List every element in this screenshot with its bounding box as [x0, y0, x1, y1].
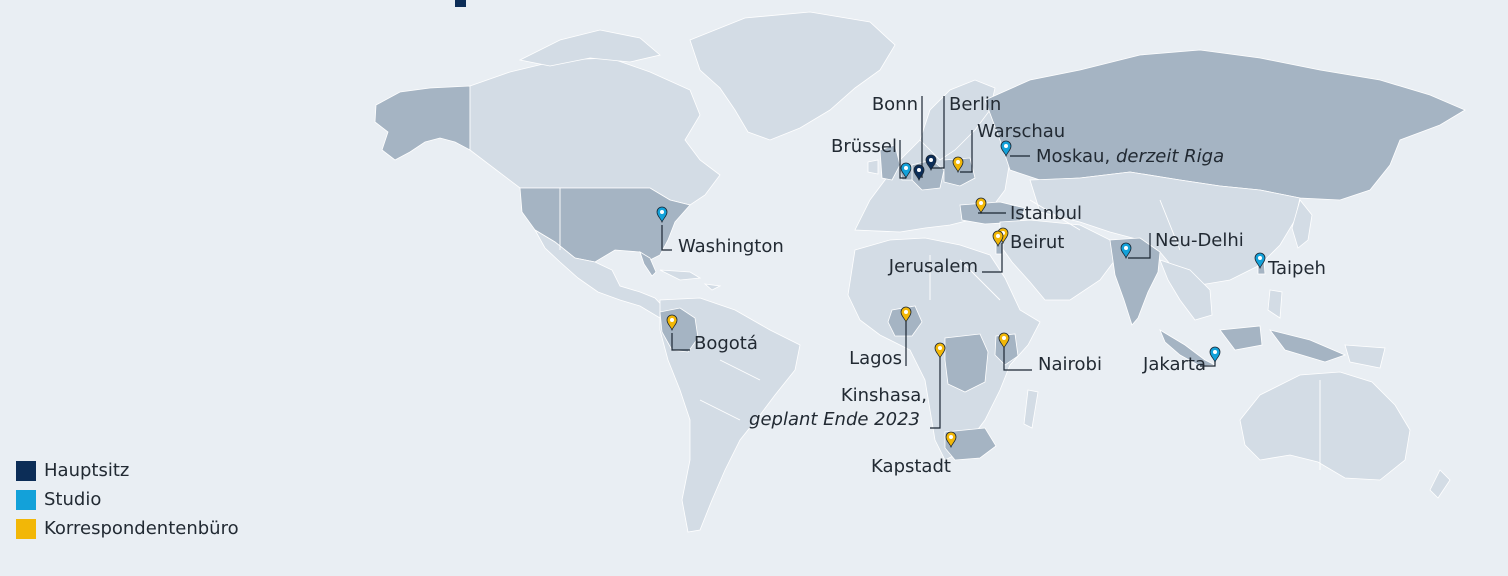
marker-kinshasa: [934, 342, 946, 360]
label-istanbul: Istanbul: [1010, 203, 1082, 224]
marker-dot-warschau: [956, 160, 960, 164]
marker-kapstadt: [945, 431, 957, 449]
marker-dot-neu-delhi: [1124, 246, 1128, 250]
label-jakarta: Jakarta: [1142, 354, 1206, 375]
label-bonn: Bonn: [872, 94, 918, 115]
marker-nairobi: [998, 332, 1010, 350]
label-moskau-name: Moskau,: [1036, 146, 1110, 167]
location-labels: Bonn Berlin Brüssel Warschau Moskau, der…: [678, 94, 1326, 477]
legend-item-studio: Studio: [16, 485, 239, 514]
australia: [1239, 371, 1411, 481]
label-taipeh: Taipeh: [1267, 258, 1326, 279]
marker-dot-bonn: [917, 168, 921, 172]
india: [1109, 237, 1161, 326]
southeast-asia: [1159, 259, 1213, 321]
label-kapstadt: Kapstadt: [871, 456, 951, 477]
marker-neu-delhi: [1120, 242, 1132, 260]
label-jerusalem: Jerusalem: [888, 256, 978, 277]
borders: [559, 188, 1321, 470]
leader-lines: [661, 96, 1216, 429]
dr-congo: [944, 333, 989, 393]
marker-bonn: [913, 164, 925, 182]
marker-washington: [656, 206, 668, 224]
uk: [879, 144, 901, 181]
label-berlin: Berlin: [949, 94, 1001, 115]
label-beirut: Beirut: [1010, 232, 1064, 253]
marker-dot-jerusalem: [996, 234, 1000, 238]
marker-dot-kinshasa: [938, 346, 942, 350]
arctic-islands: [518, 29, 661, 67]
label-kinshasa: Kinshasa,: [841, 385, 927, 406]
label-kinshasa-note: geplant Ende 2023: [749, 409, 920, 430]
marker-dot-moskau: [1004, 144, 1008, 148]
poland: [943, 157, 976, 187]
marker-berlin: [925, 154, 937, 172]
middle-east: [999, 219, 1116, 301]
pacific-islands: [1267, 289, 1386, 369]
nigeria: [887, 305, 923, 337]
marker-dot-istanbul: [979, 201, 983, 205]
title-fragment: [455, 0, 466, 7]
usa: [519, 187, 691, 263]
marker-dot-bruessel: [904, 166, 908, 170]
marker-taipeh: [1254, 252, 1266, 270]
marker-istanbul: [975, 197, 987, 215]
marker-lagos: [900, 306, 912, 324]
new-zealand: [1429, 469, 1451, 499]
marker-jerusalem: [992, 230, 1004, 248]
legend-swatch-hauptsitz: [16, 460, 36, 481]
marker-bruessel: [900, 162, 912, 180]
marker-dot-kapstadt: [949, 435, 953, 439]
legend-swatch-korrespondentenbuero: [16, 518, 36, 539]
ireland: [867, 159, 879, 175]
label-bogota: Bogotá: [694, 333, 758, 354]
label-moskau-note: derzeit Riga: [1116, 146, 1224, 167]
legend-item-hauptsitz: Hauptsitz: [16, 456, 239, 485]
marker-dot-nairobi: [1002, 336, 1006, 340]
marker-dot-taipeh: [1258, 256, 1262, 260]
greenland: [689, 11, 896, 141]
madagascar: [1023, 389, 1039, 429]
location-markers: [656, 140, 1266, 449]
legend-item-korrespondentenbuero: Korrespondentenbüro: [16, 514, 239, 543]
label-nairobi: Nairobi: [1038, 354, 1102, 375]
marker-dot-washington: [660, 210, 664, 214]
marker-dot-berlin: [929, 158, 933, 162]
legend-label-studio: Studio: [44, 489, 102, 510]
marker-moskau: [1000, 140, 1012, 158]
canada: [469, 57, 721, 206]
marker-warschau: [952, 156, 964, 174]
marker-bogota: [666, 314, 678, 332]
japan: [1291, 199, 1313, 249]
label-warschau: Warschau: [977, 121, 1065, 142]
label-lagos: Lagos: [849, 348, 902, 369]
label-washington: Washington: [678, 236, 784, 257]
marker-dot-bogota: [670, 318, 674, 322]
label-neu-delhi: Neu-Delhi: [1155, 230, 1244, 251]
caribbean-islands: [659, 269, 722, 291]
alaska: [374, 85, 471, 161]
south-africa: [944, 427, 997, 461]
florida: [639, 251, 657, 277]
marker-jakarta: [1209, 346, 1221, 364]
label-moskau: Moskau, derzeit Riga: [1036, 146, 1224, 167]
marker-dot-jakarta: [1213, 350, 1217, 354]
marker-dot-lagos: [904, 310, 908, 314]
legend-swatch-studio: [16, 489, 36, 510]
legend: Hauptsitz Studio Korrespondentenbüro: [16, 456, 239, 543]
legend-label-hauptsitz: Hauptsitz: [44, 460, 130, 481]
label-bruessel: Brüssel: [831, 136, 897, 157]
legend-label-korrespondentenbuero: Korrespondentenbüro: [44, 518, 239, 539]
